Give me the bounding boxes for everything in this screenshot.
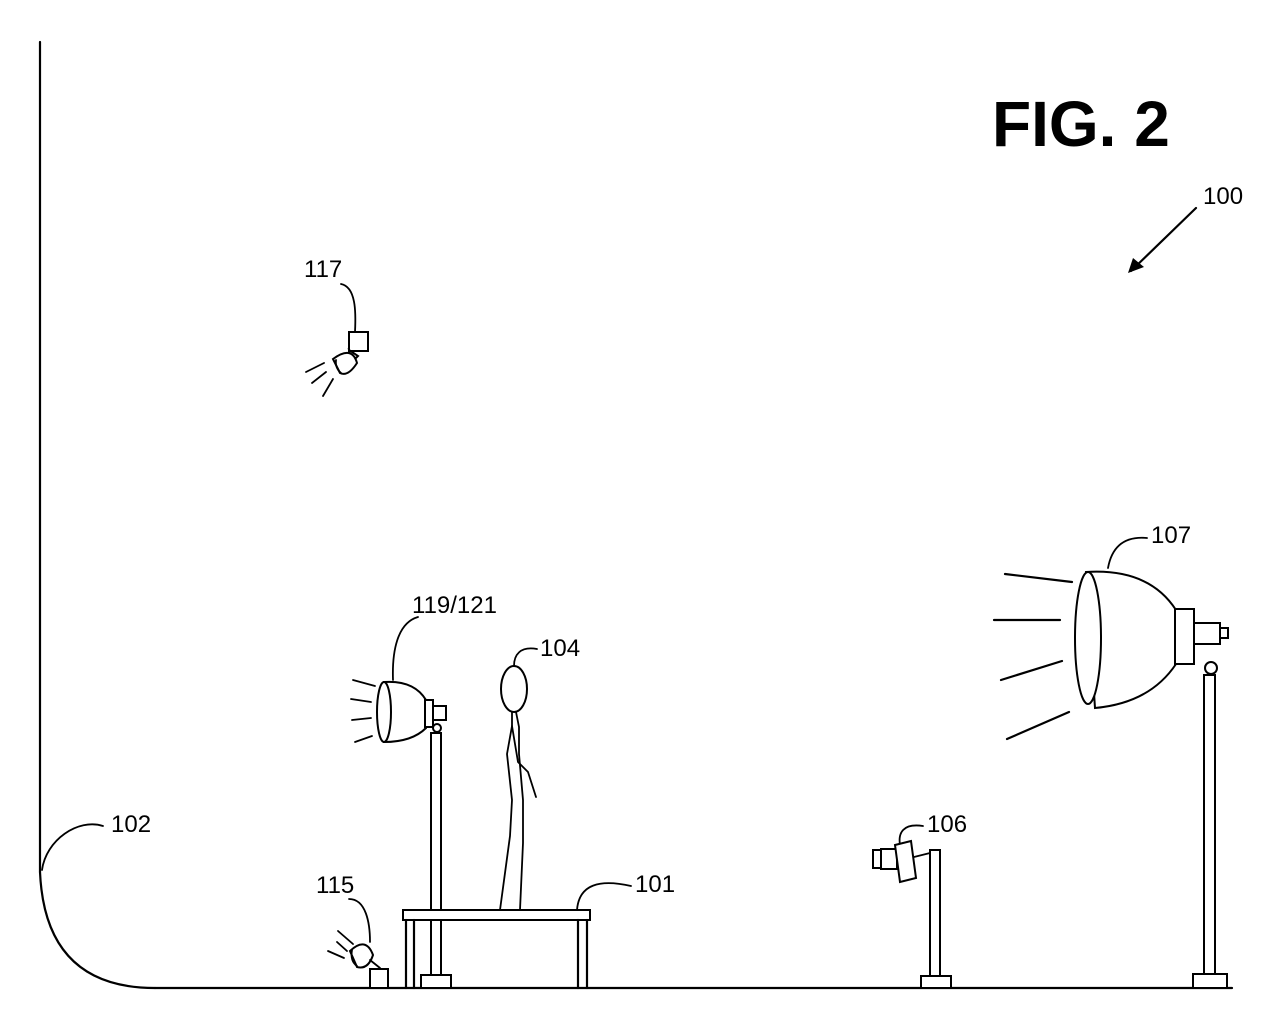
light-lens xyxy=(334,359,342,374)
light-ray xyxy=(999,659,1064,682)
label-117: 117 xyxy=(304,256,342,283)
floor-light-bracket xyxy=(369,959,381,969)
side-body xyxy=(432,705,447,721)
camera-arm xyxy=(913,852,931,858)
backdrop-cove xyxy=(38,870,157,990)
floor-light-head xyxy=(348,943,375,969)
figure-title: FIG. 2 xyxy=(992,88,1170,160)
leader-102 xyxy=(41,823,104,871)
light-stand-base xyxy=(1192,973,1228,989)
leader-101 xyxy=(576,882,632,911)
subject-head xyxy=(500,665,528,713)
side-joint xyxy=(432,723,442,733)
side-light: 119/121 xyxy=(350,592,497,989)
side-reflector-rim xyxy=(376,681,392,743)
label-106: 106 xyxy=(927,811,967,838)
platform: 101 xyxy=(402,871,675,990)
leader-106 xyxy=(898,824,924,846)
light-ray xyxy=(322,378,334,397)
light-housing xyxy=(1174,608,1195,665)
light-ray xyxy=(311,371,327,384)
light-stand-pole xyxy=(1203,674,1216,975)
leader-104 xyxy=(513,647,538,667)
camera-stand-pole xyxy=(929,849,941,977)
reflector-rim xyxy=(1074,571,1102,705)
light-ray xyxy=(1005,710,1071,741)
light-mount xyxy=(348,331,369,352)
subject-arm xyxy=(511,725,537,798)
system-arrow-head xyxy=(1128,258,1144,273)
label-119-121: 119/121 xyxy=(412,592,497,619)
system-reference: 100 xyxy=(1128,183,1243,273)
label-100: 100 xyxy=(1203,183,1243,210)
camera-body xyxy=(893,839,918,884)
side-stand-pole xyxy=(430,732,442,976)
leader-115 xyxy=(348,898,371,943)
light-ray xyxy=(337,930,354,945)
camera-lens-front xyxy=(872,849,882,869)
main-light: 107 xyxy=(992,522,1229,989)
stand-joint xyxy=(1204,661,1218,675)
floor-light-base xyxy=(369,968,389,989)
backdrop: 102 xyxy=(38,40,1234,990)
label-107: 107 xyxy=(1151,522,1191,549)
light-ray xyxy=(1003,572,1074,584)
system-arrow-line xyxy=(1129,206,1198,273)
label-101: 101 xyxy=(635,871,675,898)
leader-107 xyxy=(1107,536,1148,569)
light-knob xyxy=(1219,627,1229,639)
light-ray xyxy=(354,735,373,743)
camera-lens xyxy=(880,848,898,870)
subject-leg-front xyxy=(515,711,524,911)
side-housing xyxy=(424,699,434,728)
overhead-light: 117 xyxy=(304,256,369,397)
floor-light-lens xyxy=(350,949,358,967)
light-ray xyxy=(352,679,376,687)
floor-light: 115 xyxy=(316,872,389,989)
subject-leg-back xyxy=(499,711,513,911)
leader-119-121 xyxy=(392,616,419,681)
light-ray xyxy=(336,941,348,952)
light-ray xyxy=(350,698,372,703)
light-ray xyxy=(351,717,372,721)
label-115: 115 xyxy=(316,872,354,899)
camera-stand-base xyxy=(920,975,952,989)
platform-top xyxy=(402,909,591,921)
label-102: 102 xyxy=(111,811,151,838)
leader-117 xyxy=(340,283,357,333)
light-ray xyxy=(305,362,325,373)
subject: 104 xyxy=(499,635,580,911)
light-body xyxy=(1193,622,1221,645)
camera: 106 xyxy=(872,811,967,989)
label-104: 104 xyxy=(540,635,580,662)
light-ray xyxy=(327,950,345,959)
side-stand-base xyxy=(420,974,452,989)
light-head xyxy=(331,352,359,375)
